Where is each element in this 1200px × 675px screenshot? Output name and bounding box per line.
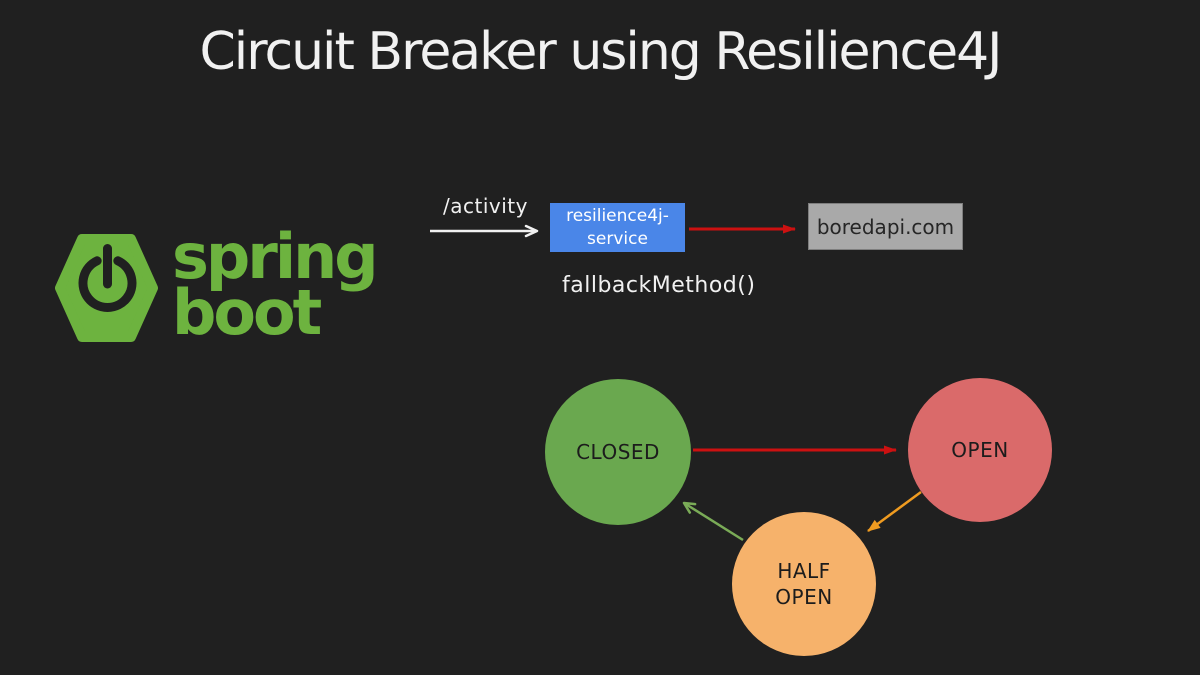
arrow-open-to-half-open	[867, 490, 922, 533]
state-half-open-circle: HALF OPEN	[732, 512, 876, 656]
service-node-label-line1: resilience4j-	[566, 206, 669, 227]
fallback-method-label: fallbackMethod()	[562, 273, 756, 298]
spring-boot-wordmark: spring boot	[172, 220, 379, 349]
boredapi-node-label: boredapi.com	[816, 214, 955, 239]
spring-wordmark: spring	[172, 220, 379, 293]
resilience4j-service-node: resilience4j- service	[550, 203, 685, 252]
state-open-circle: OPEN	[908, 378, 1052, 522]
arrow-half-open-to-closed	[682, 501, 744, 542]
service-node-label-line2: service	[587, 228, 648, 249]
state-half-open-label-line1: HALF	[777, 559, 831, 583]
boredapi-node: boredapi.com	[808, 203, 963, 250]
endpoint-label: /activity	[443, 194, 528, 218]
spring-power-hexagon-icon	[55, 234, 158, 342]
state-half-open-label-line2: OPEN	[775, 585, 833, 609]
boot-wordmark: boot	[172, 276, 322, 349]
slide-title: Circuit Breaker using Resilience4J	[199, 22, 1003, 82]
spring-boot-logo: spring boot	[55, 220, 379, 349]
state-closed-circle: CLOSED	[545, 379, 691, 525]
state-closed-label: CLOSED	[576, 440, 660, 464]
state-open-label: OPEN	[951, 438, 1009, 462]
